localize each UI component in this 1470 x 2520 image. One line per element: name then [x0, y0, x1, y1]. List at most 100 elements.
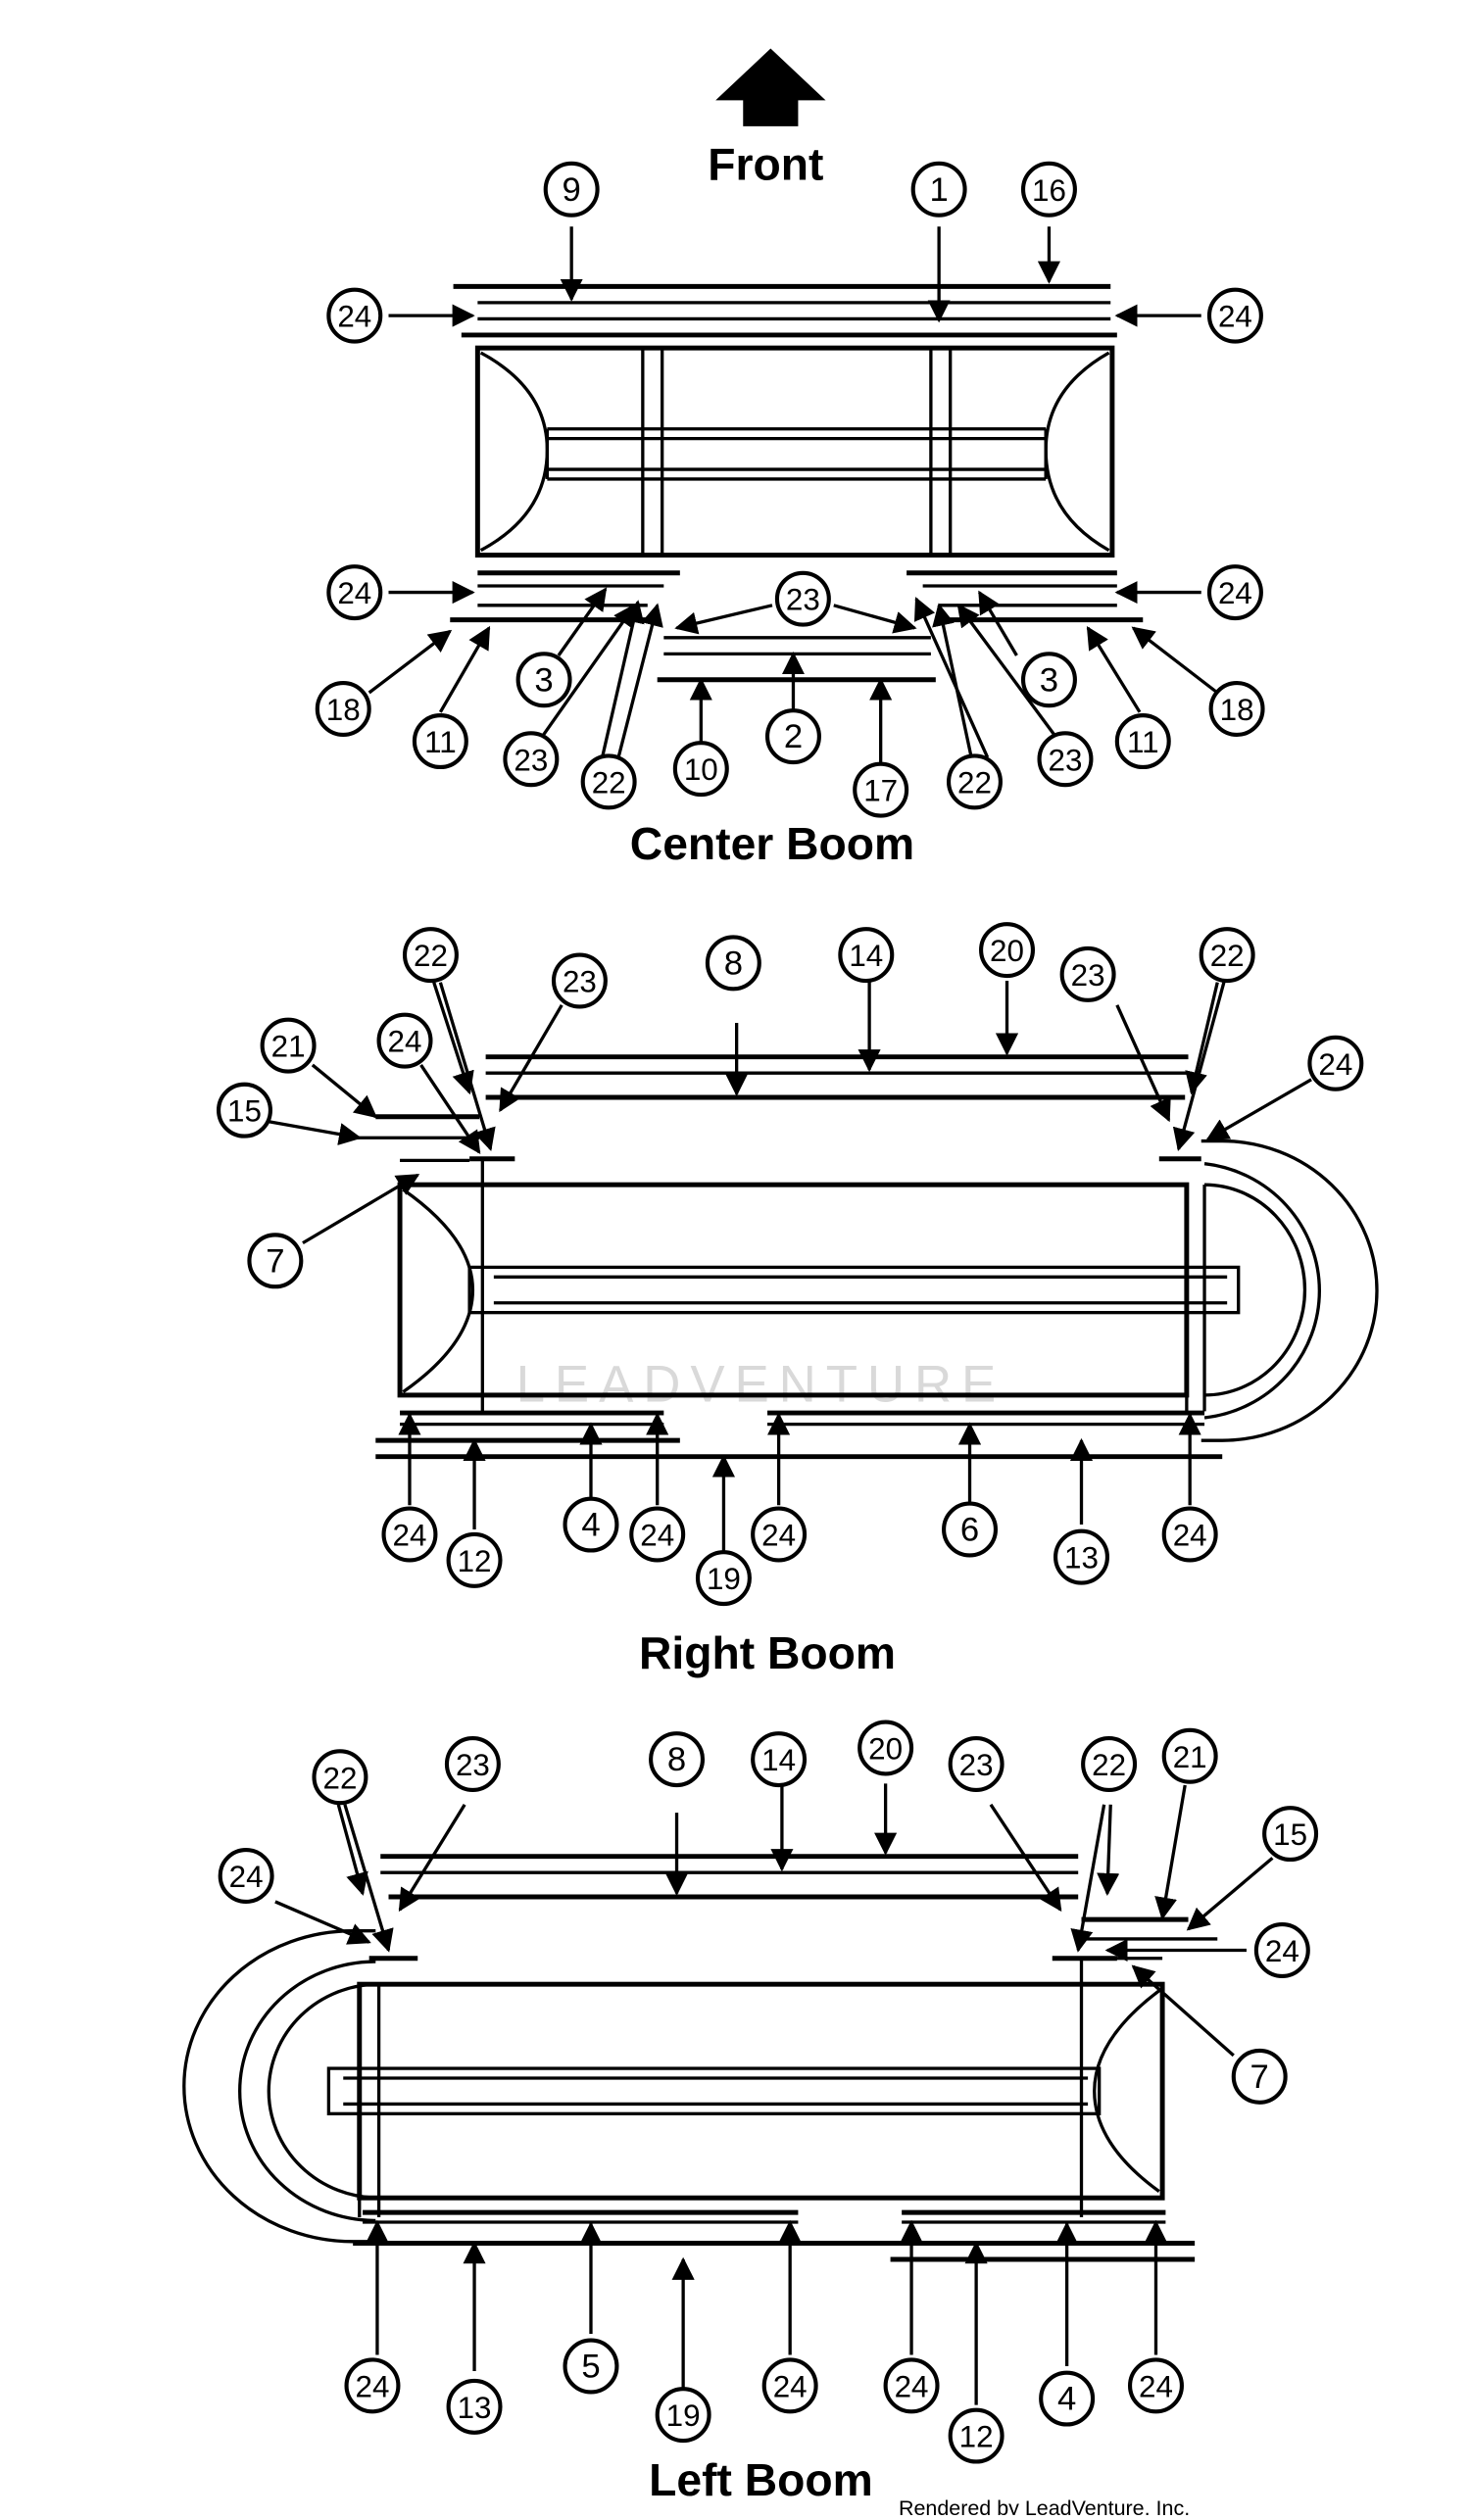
callout-label-18: 18	[1220, 693, 1254, 727]
callout-circle-4	[1039, 2370, 1096, 2427]
callout-label-23: 23	[959, 1748, 994, 1782]
callout-circle-23	[1059, 945, 1116, 1002]
callout-label-24: 24	[229, 1860, 264, 1894]
watermark: LEADVENTURE	[516, 1356, 1006, 1414]
callout-label-19: 19	[707, 1562, 741, 1596]
callout-circle-6	[942, 1501, 999, 1558]
callout-label-24: 24	[356, 2369, 390, 2403]
callout-circle-23	[503, 731, 560, 788]
credit-text: Rendered by LeadVenture, Inc.	[899, 2496, 1190, 2515]
callout-label-20: 20	[990, 934, 1024, 968]
callout-label-15: 15	[227, 1094, 262, 1129]
callout-label-11: 11	[424, 725, 457, 759]
front-label: Front	[708, 138, 823, 189]
callout-label-24: 24	[1218, 300, 1252, 334]
left-boom-drawing	[182, 1854, 1218, 2262]
callout-circle-22	[580, 753, 637, 810]
callout-label-23: 23	[456, 1748, 490, 1782]
callout-circle-12	[948, 2407, 1004, 2464]
callout-circle-23	[1037, 731, 1094, 788]
callout-label-22: 22	[322, 1761, 357, 1795]
callout-label-6: 6	[960, 1512, 979, 1549]
callout-circle-5	[563, 2338, 619, 2395]
callout-label-24: 24	[1265, 1934, 1299, 1968]
callout-circle-11	[1114, 713, 1171, 770]
callout-label-4: 4	[1057, 2381, 1076, 2418]
callout-label-21: 21	[271, 1030, 306, 1064]
right-boom-drawing	[353, 1054, 1379, 1460]
callout-circle-15	[216, 1082, 272, 1139]
callout-label-24: 24	[640, 1519, 674, 1553]
callout-label-12: 12	[959, 2420, 994, 2454]
callout-circle-24	[1307, 1035, 1364, 1091]
callout-label-22: 22	[592, 765, 626, 800]
callout-label-15: 15	[1273, 1817, 1307, 1852]
callout-label-23: 23	[514, 743, 548, 777]
callout-circle-15	[1262, 1806, 1319, 1863]
callout-label-17: 17	[863, 774, 898, 808]
callout-label-20: 20	[868, 1732, 903, 1767]
callout-circle-9	[543, 161, 600, 218]
callout-label-7: 7	[266, 1242, 284, 1280]
callout-label-8: 8	[724, 945, 743, 982]
callout-circle-23	[774, 570, 831, 627]
callout-circle-24	[1206, 287, 1263, 344]
callout-label-3: 3	[534, 661, 553, 699]
callout-circle-7	[1231, 2048, 1288, 2105]
callout-circle-1	[910, 161, 967, 218]
callout-circle-14	[838, 927, 895, 984]
callout-circle-24	[629, 1506, 686, 1563]
callout-label-22: 22	[1092, 1748, 1126, 1782]
right-boom-leaders	[268, 981, 1312, 1551]
callout-label-24: 24	[388, 1025, 422, 1059]
callout-circle-24	[1206, 564, 1263, 621]
callout-label-23: 23	[1071, 958, 1105, 993]
callout-label-13: 13	[458, 2391, 492, 2425]
callout-label-8: 8	[667, 1741, 686, 1778]
callout-label-1: 1	[929, 171, 948, 209]
callout-circle-13	[1054, 1528, 1109, 1585]
callout-label-11: 11	[1127, 725, 1159, 759]
callout-circle-8	[649, 1731, 706, 1788]
left-boom-title: Left Boom	[649, 2454, 873, 2505]
callout-circle-24	[218, 1848, 274, 1905]
callout-label-13: 13	[1064, 1541, 1099, 1575]
callout-circle-23	[551, 952, 608, 1009]
callout-label-14: 14	[761, 1743, 796, 1777]
callout-label-24: 24	[1318, 1047, 1352, 1082]
callout-label-23: 23	[1049, 743, 1083, 777]
callout-circle-21	[1161, 1727, 1218, 1784]
callout-label-24: 24	[1173, 1519, 1207, 1553]
callout-circle-10	[672, 741, 729, 798]
callout-label-7: 7	[1250, 2059, 1269, 2096]
left-boom-leaders	[274, 1783, 1274, 2405]
callout-circle-24	[761, 2357, 818, 2414]
callout-circle-24	[326, 287, 383, 344]
callout-circle-11	[412, 713, 468, 770]
callout-label-24: 24	[393, 1519, 427, 1553]
callout-circle-8	[705, 935, 761, 992]
callout-circle-7	[247, 1233, 304, 1289]
callout-circle-21	[260, 1017, 317, 1074]
callout-circle-22	[402, 927, 459, 984]
callout-circle-18	[315, 681, 371, 738]
callout-label-23: 23	[786, 583, 820, 617]
callout-label-9: 9	[563, 171, 581, 209]
callout-circle-23	[948, 1736, 1004, 1793]
callout-circle-24	[344, 2357, 401, 2414]
callout-label-23: 23	[563, 965, 597, 999]
callout-circle-23	[444, 1736, 501, 1793]
callout-label-19: 19	[666, 2399, 701, 2433]
callout-circle-2	[764, 708, 821, 765]
callout-circle-24	[751, 1506, 808, 1563]
callout-circle-19	[655, 2387, 711, 2444]
callout-label-24: 24	[337, 576, 371, 610]
callout-circle-22	[946, 753, 1003, 810]
callout-label-21: 21	[1173, 1740, 1207, 1774]
callout-label-12: 12	[458, 1544, 492, 1578]
callout-circle-22	[312, 1749, 368, 1806]
callout-circle-3	[1020, 652, 1077, 708]
